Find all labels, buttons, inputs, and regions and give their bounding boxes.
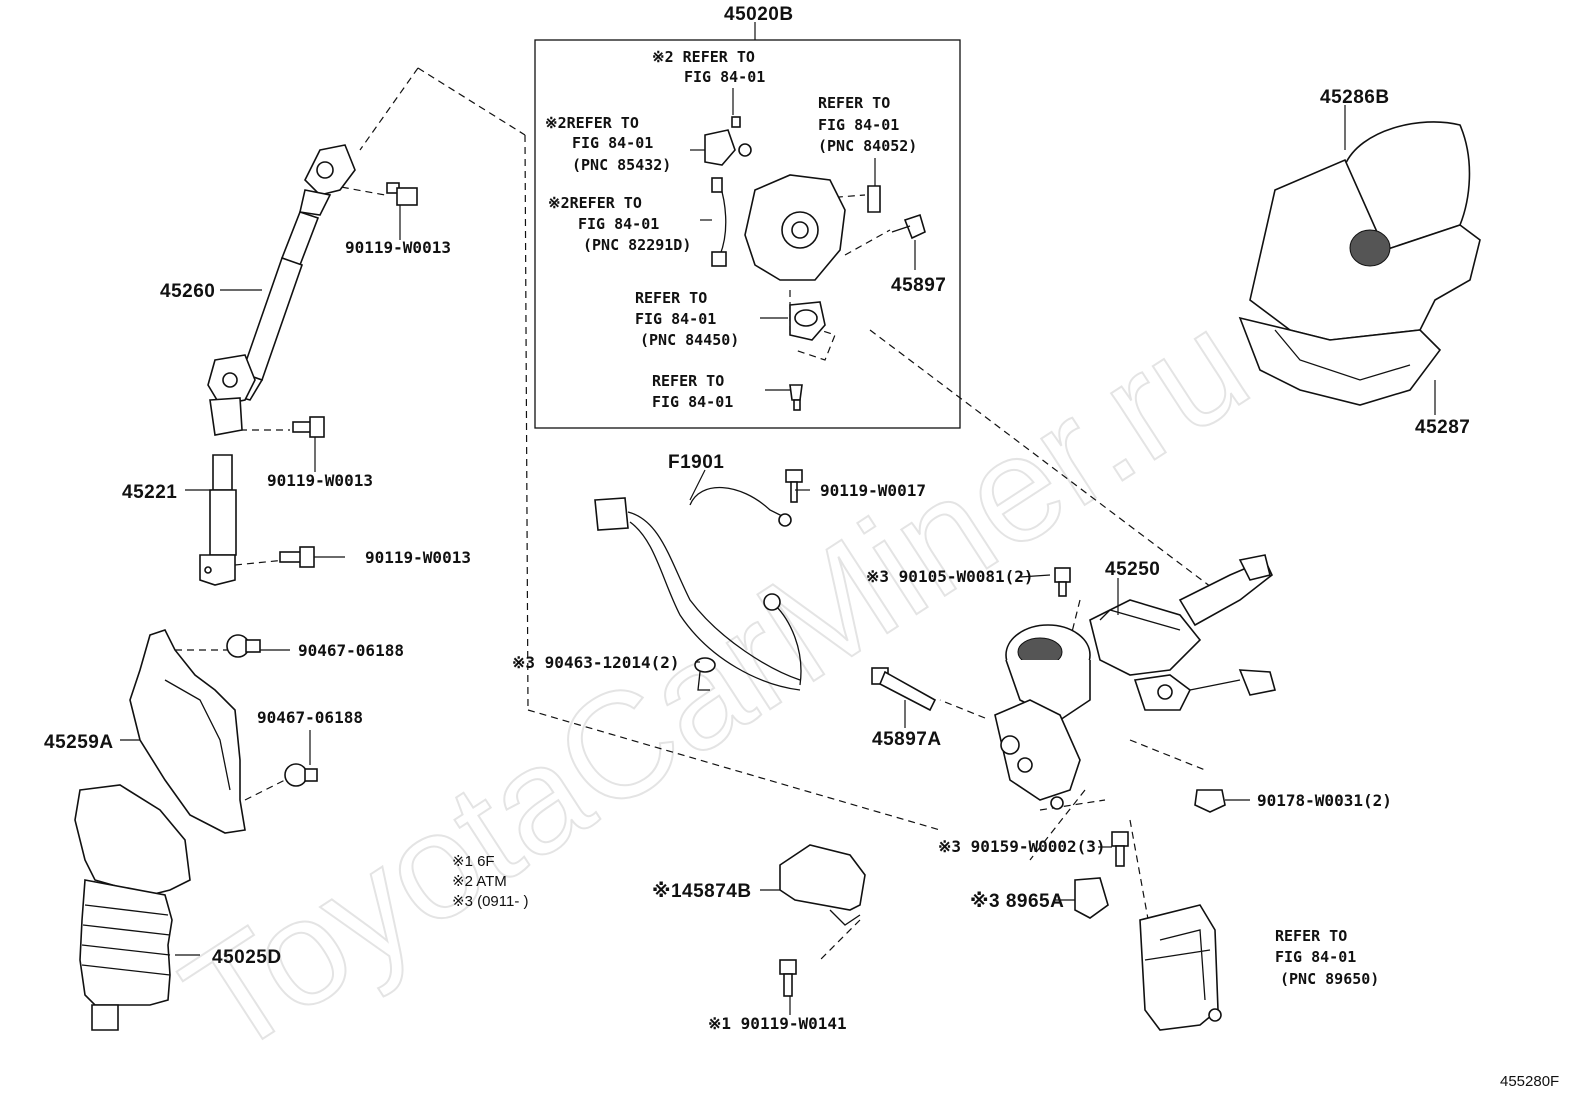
callout-text: REFER TO [818, 94, 890, 112]
bolt-90159 [1111, 831, 1129, 867]
part-label: 90467-06188 [257, 708, 363, 727]
note-line: ※2 ATM [452, 873, 507, 890]
clip-upper [226, 634, 261, 658]
wire-harness-f1901 [594, 486, 802, 691]
part-label: 45250 [1105, 559, 1160, 580]
part-label: 90467-06188 [298, 641, 404, 660]
clip-lower [284, 763, 318, 787]
assembly-box-label: 45020B [724, 4, 794, 25]
part-label: 90119-W0017 [820, 481, 926, 500]
part-label: 45286B [1320, 87, 1390, 108]
callout-text: FIG 84-01 [1275, 948, 1356, 966]
diagram-code: 455280F [1500, 1073, 1559, 1090]
relation-lines [175, 67, 1216, 961]
callout-text: FIG 84-01 [572, 134, 653, 152]
column-cover-45286b [1238, 121, 1481, 406]
assembly-box-frame [534, 39, 961, 429]
part-label: 45260 [160, 281, 215, 302]
part-label: 90178-W0031(2) [1257, 791, 1392, 810]
part-label: ※1 90119-W0141 [708, 1014, 847, 1033]
callout-text: FIG 84-01 [818, 116, 899, 134]
part-label: 45025D [212, 947, 282, 968]
assembly-box-45020b: 45020B [534, 4, 961, 429]
part-label: 90119-W0013 [365, 548, 471, 567]
bolt-90105 [1054, 567, 1071, 597]
bolt-mid [292, 416, 325, 438]
callout-text: ※2 REFER TO [652, 48, 755, 66]
callout-text: FIG 84-01 [635, 310, 716, 328]
callout-text: REFER TO [635, 289, 707, 307]
part-label: 90119-W0013 [345, 238, 451, 257]
note-line: ※1 6F [452, 853, 495, 870]
callout-text: FIG 84-01 [578, 215, 659, 233]
part-label: F1901 [668, 452, 724, 473]
notes-legend: ※1 6F ※2 ATM ※3 (0911- ) [452, 853, 529, 910]
callout-text: REFER TO [652, 372, 724, 390]
part-label: ※3 8965A [970, 891, 1064, 912]
part-label: 90119-W0013 [267, 471, 373, 490]
callouts: ※2 REFER TO FIG 84-01 ※2REFER TO FIG 84-… [545, 48, 1379, 988]
column-cover-45259a [129, 629, 246, 834]
callout-text: (PNC 82291D) [583, 236, 691, 254]
bolt-lower [279, 546, 315, 568]
bolt-upper [386, 182, 418, 206]
part-label: ※3 90105-W0081(2) [866, 567, 1034, 586]
part-label: ※3 90463-12014(2) [512, 653, 680, 672]
callout-text: (PNC 89650) [1280, 970, 1379, 988]
callout-text: (PNC 84052) [818, 137, 917, 155]
bolt-90119-w0017 [785, 469, 803, 503]
note-line: ※3 (0911- ) [452, 893, 529, 910]
bolt-45897a [871, 667, 937, 712]
steering-boot-45025d [74, 784, 191, 1031]
callout-text: REFER TO [1275, 927, 1347, 945]
callout-text: (PNC 84450) [640, 331, 739, 349]
part-89650 [1139, 904, 1222, 1031]
part-label: 45221 [122, 482, 177, 503]
steering-column-45250 [994, 554, 1277, 810]
leader-lines [120, 88, 1436, 1015]
part-labels: 45897 45260 90119-W0013 90119-W0013 4522… [44, 87, 1470, 1033]
part-label: 45897 [891, 275, 946, 296]
part-label: 45259A [44, 732, 114, 753]
lower-shaft-45221 [199, 454, 237, 586]
intermediate-shaft-45260 [207, 144, 356, 436]
callout-text: FIG 84-01 [684, 68, 765, 86]
switch-assembly [704, 116, 926, 411]
part-label: 45287 [1415, 417, 1470, 438]
part-label: 45897A [872, 729, 942, 750]
callout-text: ※2REFER TO [548, 194, 642, 212]
bolt-90119-w0141 [779, 959, 797, 997]
callout-text: FIG 84-01 [652, 393, 733, 411]
callout-text: (PNC 85432) [572, 156, 671, 174]
part-label: ※3 90159-W0002(3) [938, 837, 1106, 856]
nut-90178 [1194, 789, 1226, 813]
part-45874b [779, 844, 866, 926]
part-8965a [1074, 877, 1109, 919]
callout-text: ※2REFER TO [545, 114, 639, 132]
part-label: ※145874B [652, 881, 752, 902]
bolts [226, 182, 1226, 997]
